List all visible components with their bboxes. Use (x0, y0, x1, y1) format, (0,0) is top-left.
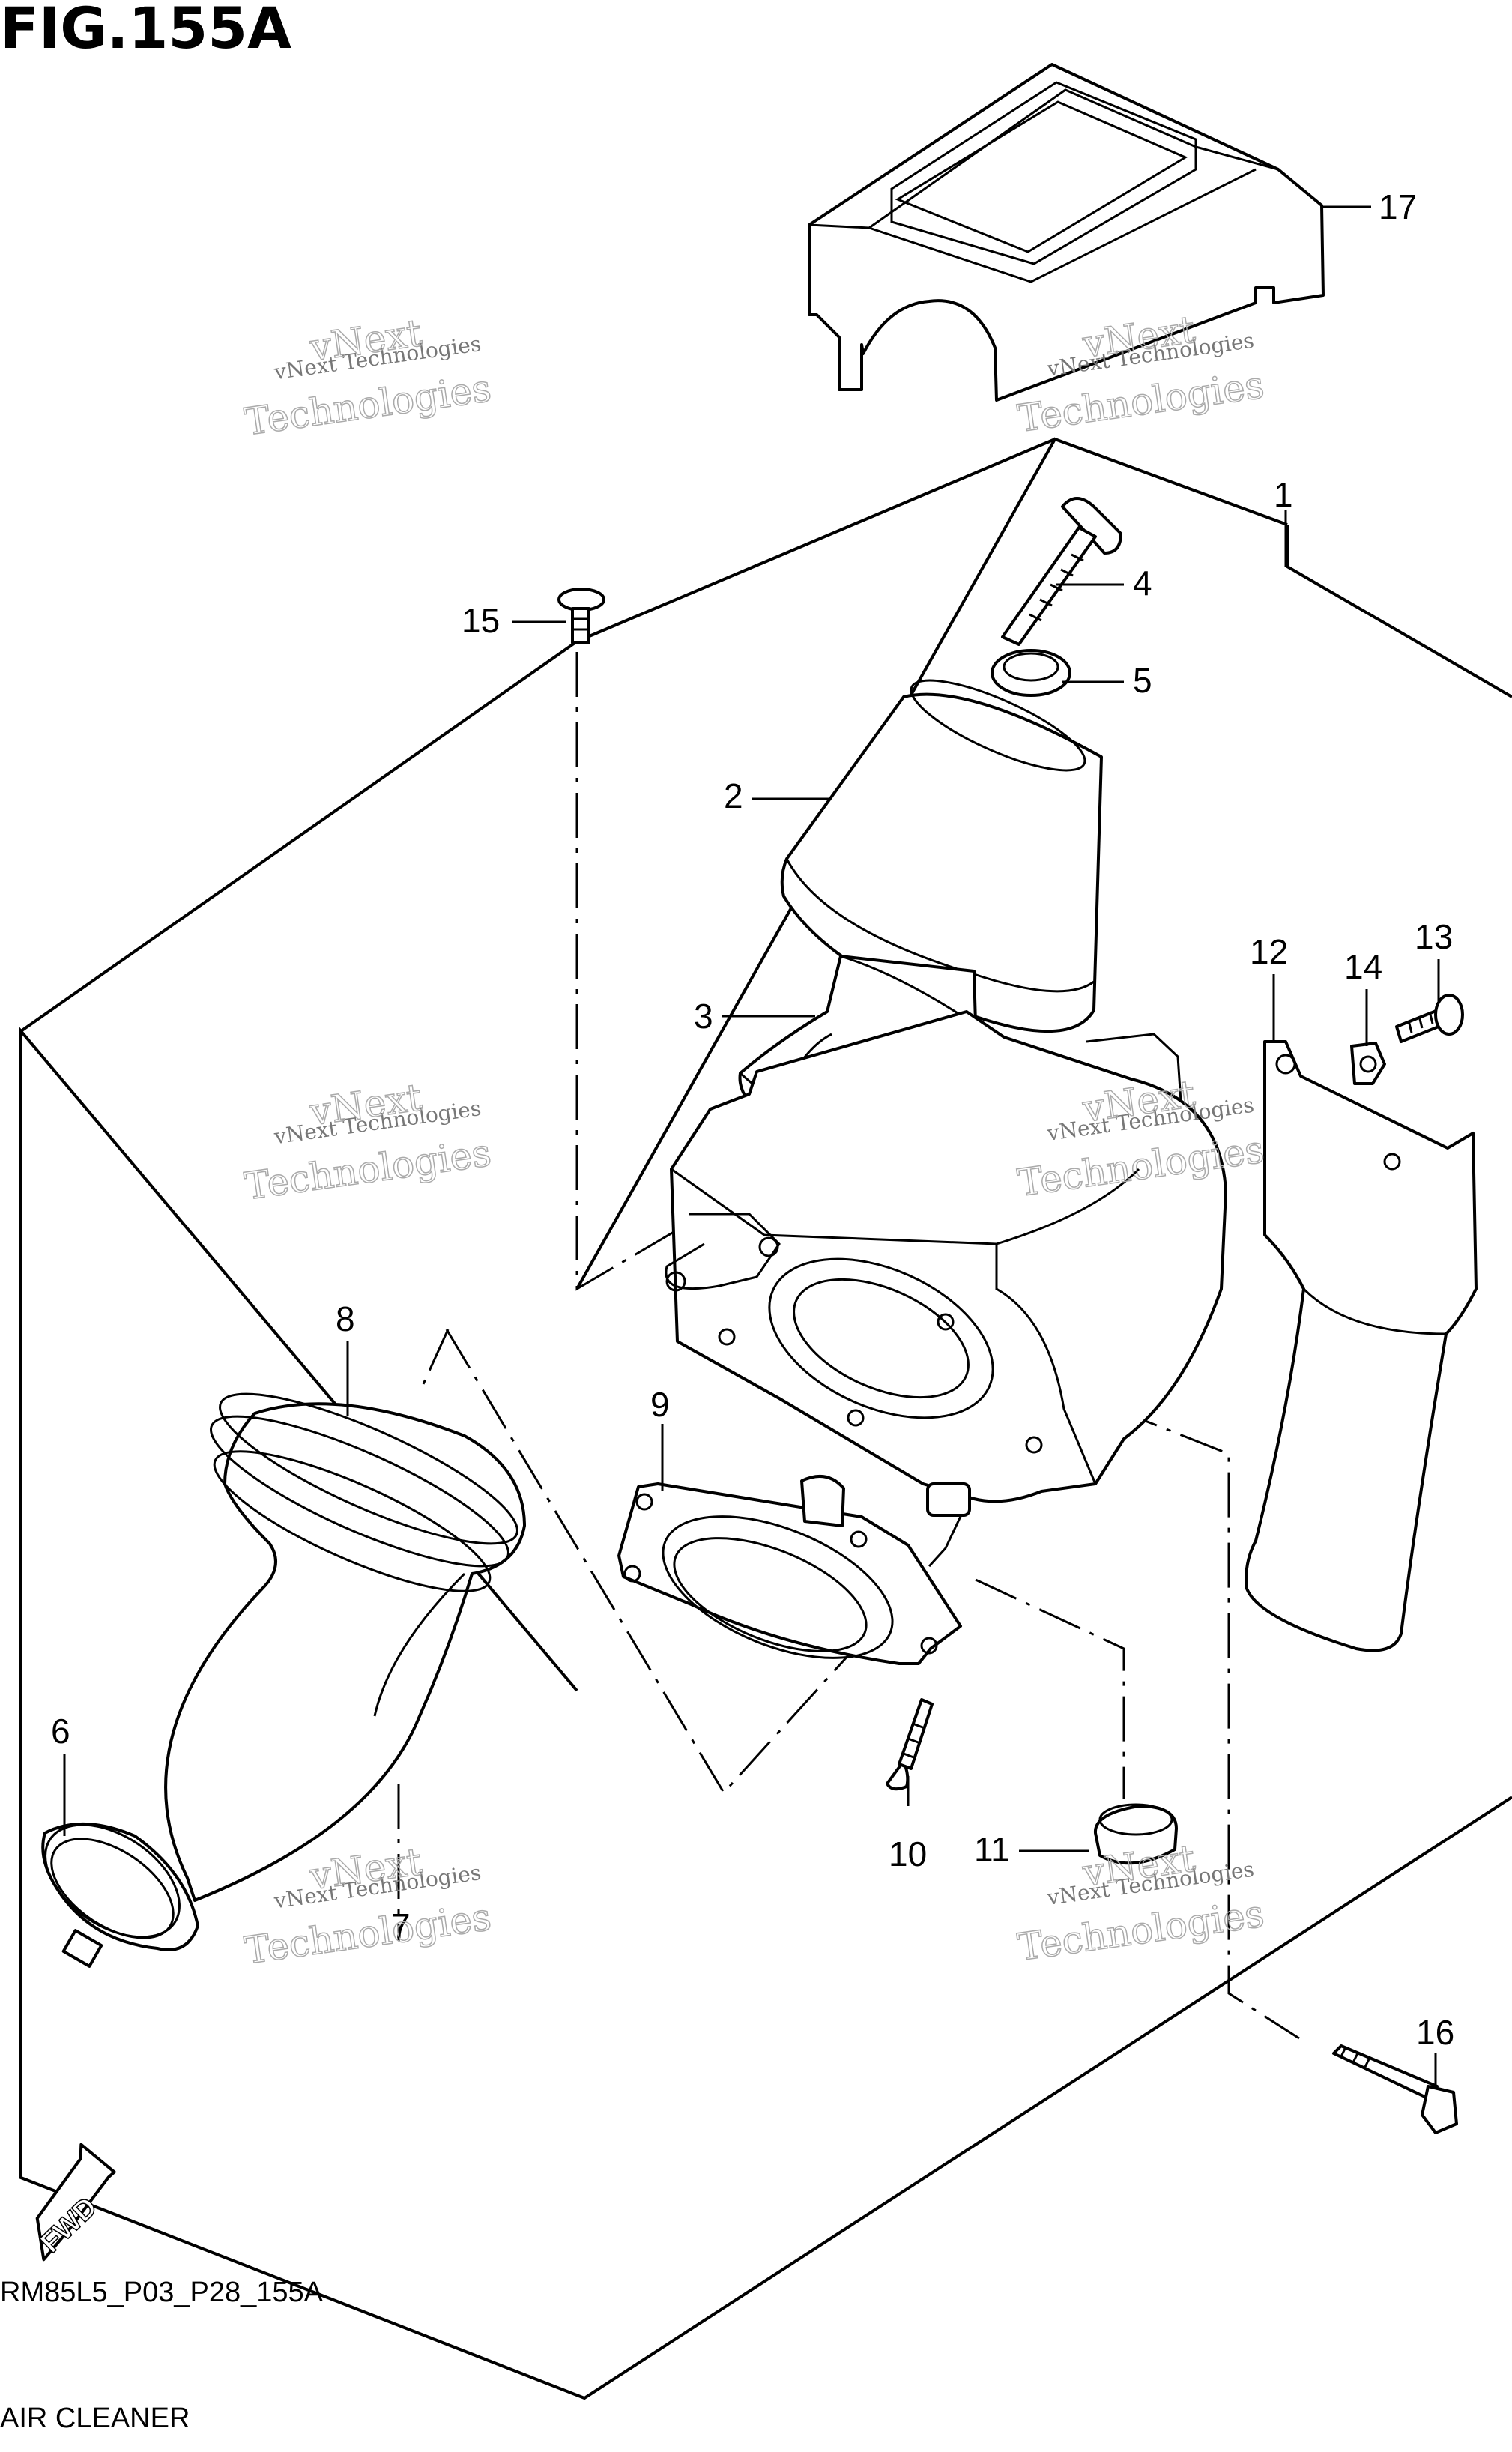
callout-2: 2 (724, 776, 743, 815)
callout-5: 5 (1133, 661, 1152, 700)
seal-part (991, 649, 1071, 697)
callout-4: 4 (1133, 564, 1152, 603)
screw-10-part (886, 1698, 934, 1791)
callout-10: 10 (889, 1835, 927, 1873)
callout-8: 8 (336, 1299, 355, 1338)
callout-6: 6 (51, 1712, 70, 1751)
callout-11: 11 (974, 1830, 1010, 1869)
callout-3: 3 (694, 997, 713, 1036)
watermark: vNext Technologies vNext Technologies (1014, 1836, 1267, 1970)
section-name: AIR CLEANER (0, 2403, 190, 2434)
callout-13: 13 (1415, 917, 1453, 956)
watermark: vNext Technologies vNext Technologies (241, 1839, 494, 1973)
center-lines (397, 652, 1300, 2040)
clamp-part (41, 1823, 199, 1968)
callout-9: 9 (650, 1385, 670, 1424)
watermark: vNext Technologies vNext Technologies (241, 1075, 494, 1209)
screw-15-part (557, 588, 605, 644)
cover-part (808, 63, 1325, 402)
intake-boot-part (164, 1392, 526, 1902)
callout-7: 7 (391, 1906, 411, 1945)
assembly-frame (19, 437, 1512, 2400)
callout-14: 14 (1344, 947, 1382, 986)
guard-part (1245, 1040, 1478, 1652)
fwd-arrow: FWD (34, 2143, 116, 2262)
bolt-16-part (1332, 2044, 1458, 2134)
connector-flange-part (617, 1475, 962, 1665)
cap-part (1093, 1803, 1178, 1865)
bolt-13-part (1395, 994, 1464, 1043)
nut-14-part (1350, 1042, 1386, 1085)
leader-lines (63, 205, 1440, 2086)
callout-16: 16 (1416, 2013, 1454, 2052)
wing-bolt-part (1001, 497, 1122, 646)
callout-17: 17 (1379, 187, 1417, 226)
callout-12: 12 (1250, 932, 1288, 971)
callout-15: 15 (462, 601, 500, 640)
callout-numbers: 1 2 3 4 5 6 7 8 9 10 11 12 13 14 15 16 1… (51, 187, 1454, 2052)
drawing-code: RM85L5_P03_P28_155A (0, 2277, 324, 2308)
air-cleaner-case-part (665, 1010, 1227, 1517)
callout-1: 1 (1274, 475, 1293, 514)
figure-title: FIG.155A (0, 0, 291, 61)
watermark: vNext Technologies vNext Technologies (241, 310, 494, 444)
